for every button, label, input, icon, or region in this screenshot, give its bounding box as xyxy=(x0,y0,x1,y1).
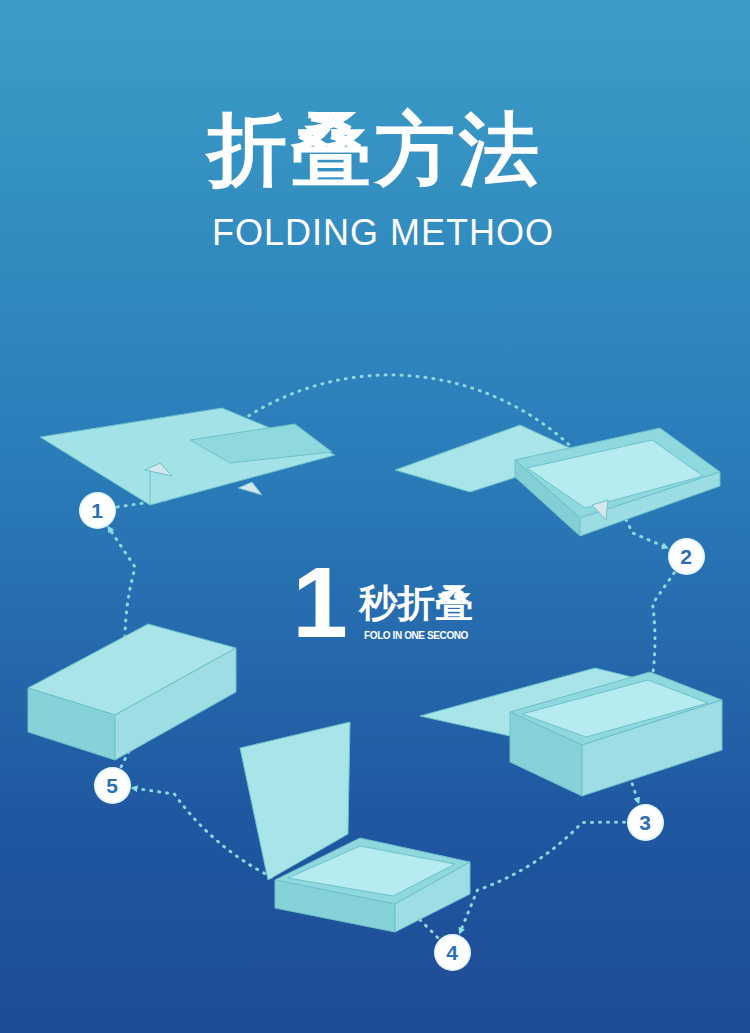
step-number-circle: 2 xyxy=(670,540,703,573)
big-number: 1 xyxy=(292,552,348,652)
step-4-box-lid-up xyxy=(240,722,470,932)
slogan: 秒折叠 xyxy=(359,584,473,622)
title: 折叠方法 xyxy=(207,110,543,190)
step-3-box-open-lid xyxy=(420,668,722,796)
callout-number: 1 xyxy=(91,500,103,521)
step-2-half-folded-box xyxy=(395,425,720,536)
step-number-circle: 5 xyxy=(96,769,129,802)
dotted-flow-arrow xyxy=(459,822,624,934)
step-number-circle: 1 xyxy=(81,494,114,527)
callout-number: 2 xyxy=(680,546,692,567)
callout-number: 3 xyxy=(639,812,651,833)
subtitle: FOLDING METHOO xyxy=(212,215,554,251)
step-5-closed-box xyxy=(28,624,236,760)
step-number-circle: 3 xyxy=(629,806,662,839)
callout-number: 4 xyxy=(446,942,458,963)
step-number-circle: 4 xyxy=(436,936,469,969)
step-1-flat-sheet xyxy=(40,408,335,505)
callout-number: 5 xyxy=(106,775,118,796)
slogan-english: FOLO IN ONE SECONO xyxy=(364,631,468,641)
